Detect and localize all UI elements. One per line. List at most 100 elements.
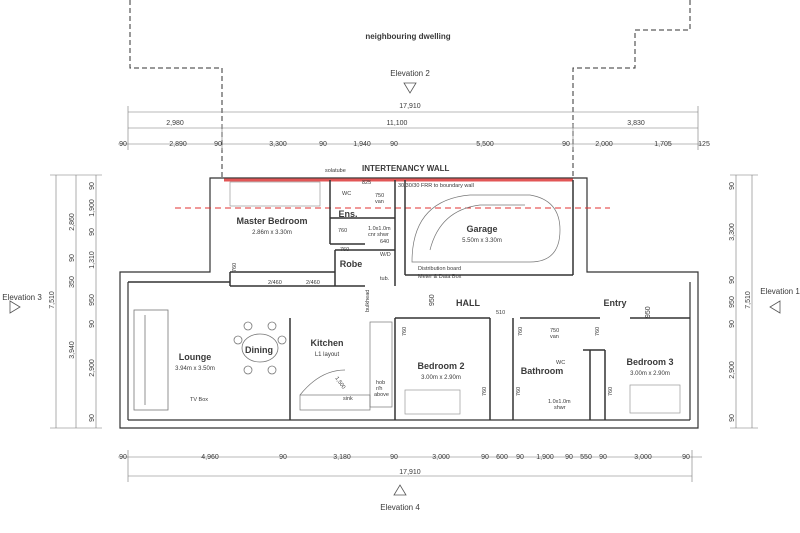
left-inner-dim: 350 [69,276,76,288]
right-inner-dim: 950 [729,296,736,308]
sink-label: sink [343,396,353,402]
bottom-row-dim: 3,000 [432,454,450,461]
robe-name: Robe [340,259,363,269]
shower-2-label: 1.0x1.0m [548,399,571,405]
neighbouring-dwelling-outline [129,0,691,178]
bottom-row-dim: 4,960 [201,454,219,461]
right-dimension-lines [730,174,758,429]
wd-label: W/D [380,252,391,258]
dining-name: Dining [245,345,273,355]
dim-510: 510 [496,310,505,316]
top-row-dim: 90 [390,141,398,148]
bottom-overall-dim: 17,910 [399,469,421,476]
master-bedroom-name: Master Bedroom [236,216,307,226]
bottom-row-dim: 3,000 [634,454,652,461]
bottom-row-dim: 550 [580,454,592,461]
lounge-size: 3.94m x 3.50m [175,366,215,372]
top-row-dim: 3,300 [269,141,287,148]
intertenancy-wall-label: INTERTENANCY WALL [362,164,450,173]
lounge-name: Lounge [179,352,212,362]
shower-2-sub: shwr [554,405,566,411]
top-row-dim: 90 [119,141,127,148]
bottom-row-dim: 3,180 [333,454,351,461]
elevation-2-marker-icon [403,82,417,94]
top-seg-b-dim: 11,100 [387,120,408,127]
bottom-row-dim: 90 [279,454,287,461]
hob-above-label: above [374,392,389,398]
hall-name: HALL [456,298,480,308]
van-750-b-label: 750 [550,328,559,334]
bottom-row-dim: 90 [119,454,127,461]
dining-table-icon [233,321,287,375]
bottom-row-dim: 90 [516,454,524,461]
elevation-2-label: Elevation 2 [390,69,430,78]
dim-760-e: 760 [518,327,524,336]
distribution-board-label: Distribution board [418,266,461,272]
wc-2-label: WC [556,360,565,366]
top-row-dim: 1,705 [654,141,672,148]
interior-walls [128,180,690,420]
robe-door-b: 2/460 [306,280,320,286]
master-bedroom-size: 2.86m x 3.30m [252,230,292,236]
elevation-3-marker-icon [9,300,21,314]
top-row-dim: 125 [698,141,710,148]
garage-name: Garage [466,224,497,234]
sofa-icon [133,309,169,411]
right-inner-dim: 90 [729,276,736,284]
bulkhead-label: bulkhead [365,290,371,312]
left-mid-dim: 2,860 [69,213,76,231]
right-inner-dim: 90 [729,182,736,190]
entry-name: Entry [603,298,626,308]
bottom-row-dim: 1,900 [536,454,554,461]
left-outer-dim: 7,510 [49,291,56,309]
left-inner-dim: 90 [89,320,96,328]
left-inner-dim: 90 [89,182,96,190]
hob-rh-label: r/h [376,386,382,392]
bottom-dimension-lines [118,450,702,482]
kitchen-sub: L1 layout [315,352,340,358]
elevation-4-marker-icon [393,484,407,496]
left-inner-dim: 2,900 [89,359,96,377]
top-overall-dim: 17,910 [399,103,421,110]
elevation-4-label: Elevation 4 [380,503,420,512]
bottom-row-dim: 90 [390,454,398,461]
hob-label: hob [376,380,385,386]
top-row-dim: 2,000 [595,141,613,148]
dim-760-h: 760 [516,387,522,396]
bottom-row-dim: 90 [682,454,690,461]
bottom-row-dim: 90 [481,454,489,461]
ensuite-name: Ens. [338,209,357,219]
right-inner-dim: 2,900 [729,361,736,379]
garage-size: 5.50m x 3.30m [462,238,502,244]
van-750-label: 750 [375,193,384,199]
bed3-icon [629,384,681,414]
tub-label: tub. [380,276,390,282]
left-mid-dim: 3,940 [69,341,76,359]
top-row-dim: 90 [214,141,222,148]
kitchen-name: Kitchen [310,338,343,348]
left-inner-dim: 1,310 [89,251,96,269]
top-row-dim: 90 [319,141,327,148]
building-outline [119,177,699,429]
dim-760-f: 760 [595,327,601,336]
bedroom-2-size: 3.00m x 2.90m [421,375,461,381]
left-inner-dim: 90 [89,414,96,422]
right-inner-dim: 90 [729,320,736,328]
bottom-row-dim: 90 [599,454,607,461]
top-row-dim: 90 [562,141,570,148]
frr-label: 30/30/30 FRR to boundary wall [398,183,474,189]
elevation-1-label: Elevation 1 [760,287,800,296]
shower-1-label: 1.0x1.0m [368,226,391,232]
bedroom-2-name: Bedroom 2 [417,361,464,371]
elevation-1-marker-icon [769,300,781,314]
elevation-3-label: Elevation 3 [2,293,42,302]
top-seg-a-dim: 2,980 [166,120,184,127]
dim-1500: 1,500 [333,376,346,391]
left-inner-dim: 90 [89,228,96,236]
robe-door-a: 2/460 [268,280,282,286]
tv-box-label: TV Box [190,397,208,403]
shower-1-sub: cnr shwr [368,232,389,238]
van-label: van [375,199,384,205]
dim-760-b: 760 [340,247,349,253]
dim-760-i: 760 [608,387,614,396]
